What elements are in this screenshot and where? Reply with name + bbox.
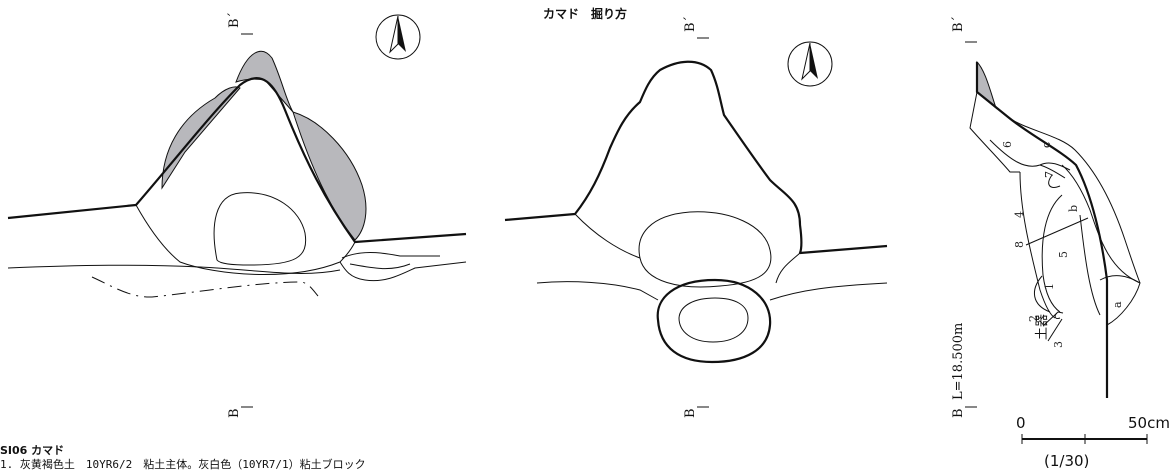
section-label-bottom-1: B <box>227 408 242 418</box>
layer-label-5: 5 <box>1057 251 1070 258</box>
section-label-top-1: B´ <box>227 12 242 28</box>
plan-view-middle: B´ B <box>504 16 888 418</box>
layer-label-6: 6 <box>1001 141 1014 148</box>
drawing-title: カマド 掘り方 <box>543 6 627 21</box>
layer-label-1: 1 <box>1043 283 1056 290</box>
section-label-bottom-3: B <box>951 408 966 418</box>
layer-label-8: 8 <box>1013 241 1026 248</box>
scale-bar: 0 50cm <box>1016 414 1170 444</box>
north-arrow-icon-2 <box>787 41 833 87</box>
layer-label-3: 3 <box>1052 341 1065 348</box>
artifact-label: 土器 <box>1035 314 1050 340</box>
layer-legend: SI06 カマド 1. 灰黄褐色土 10YR6/2 粘土主体。灰白色（10YR7… <box>0 444 700 472</box>
section-label-top-3: B´ <box>951 16 966 32</box>
layer-note: 1. 灰黄褐色土 10YR6/2 粘土主体。灰白色（10YR7/1）粘土ブロック <box>0 458 366 471</box>
feature-name: SI06 カマド <box>0 444 65 457</box>
section-label-top-2: B´ <box>683 16 698 32</box>
layer-label-4: 4 <box>1013 211 1026 218</box>
layer-label-b: b <box>1067 205 1080 212</box>
layer-label-a: a <box>1111 301 1124 308</box>
section-label-bottom-2: B <box>683 408 698 418</box>
north-arrow-icon <box>375 14 421 60</box>
scale-end: 50cm <box>1128 414 1170 432</box>
layer-label-c: c <box>1040 142 1053 148</box>
level-label: L=18.500m <box>951 323 966 400</box>
scale-start: 0 <box>1016 414 1026 432</box>
layer-label-2: 2 <box>1027 315 1040 322</box>
section-view-right: B´ L=18.500m B 6 c 7 b 4 8 5 1 a 2 土器 3 <box>951 16 1170 444</box>
scale-ratio: (1/30) <box>1044 452 1090 470</box>
plan-view-left: B´ B <box>7 12 467 418</box>
layer-label-7: 7 <box>1043 171 1056 178</box>
